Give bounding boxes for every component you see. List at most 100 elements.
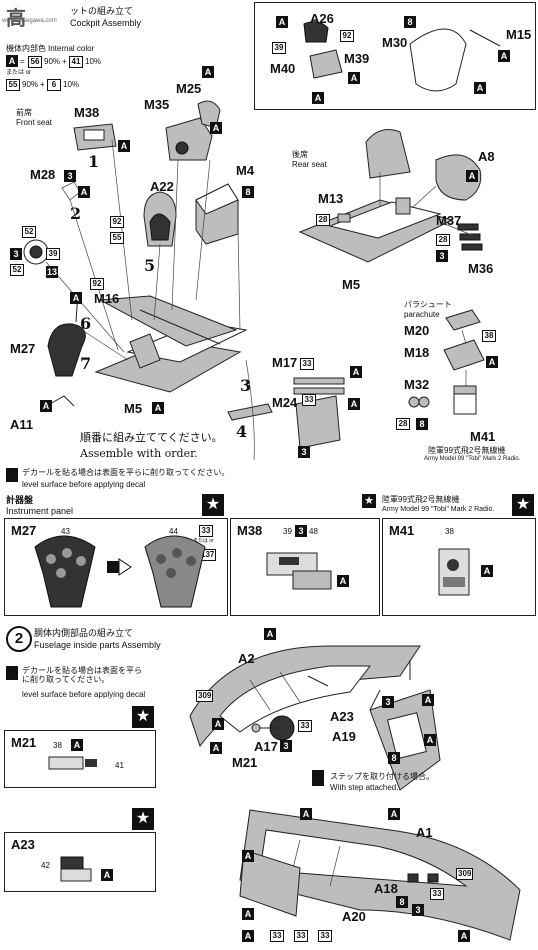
code-3-gauge: 3 — [10, 248, 22, 260]
part-a20-shape — [239, 849, 301, 917]
code-a-a20a: A — [242, 908, 254, 920]
panel-a23-title: A23 — [11, 837, 35, 852]
label-a11: A11 — [10, 417, 34, 432]
label-a8: A8 — [478, 149, 495, 164]
code-33-a17: 33 — [298, 720, 312, 732]
step-number-6: 6 — [80, 314, 92, 333]
legend-color-41: 41 — [69, 56, 83, 68]
panel-a23-decal-42: 42 — [41, 861, 50, 870]
label-m35: M35 — [144, 97, 170, 112]
part-m30-shape — [409, 28, 467, 92]
decal-panel-m38: M38 39 3 48 A — [230, 518, 380, 616]
step-attach-icon — [312, 770, 324, 786]
panel-a23-code-a: A — [101, 869, 113, 881]
part-m39-shape — [309, 49, 343, 79]
code-a-a2: A — [264, 628, 276, 640]
front-seat-jp: 前席 — [16, 108, 32, 117]
gauge-detail-shape — [23, 239, 49, 265]
code-33-a18: 33 — [430, 888, 444, 900]
code-92-m16: 92 — [90, 278, 104, 290]
label-a20: A20 — [342, 909, 366, 924]
step-number-4: 4 — [236, 422, 248, 441]
label-a22: A22 — [150, 179, 174, 194]
panel-m21-title: M21 — [11, 735, 37, 750]
decal-note2-jp: デカールを貼る場合は表面を平らに削り取ってください。 — [22, 666, 142, 685]
code-8-m4: 8 — [242, 186, 254, 198]
parachute-en: parachute — [404, 310, 440, 319]
label-m25: M25 — [176, 81, 202, 96]
panel-m38-title: M38 — [237, 523, 263, 538]
star-icon: ★ — [132, 808, 154, 830]
part-a17-shape — [251, 715, 295, 741]
code-8-m32: 8 — [416, 418, 428, 430]
code-a-m38: A — [118, 140, 130, 152]
label-m17: M17 — [272, 355, 298, 370]
step2-title-en: Fuselage inside parts Assembly — [34, 640, 161, 650]
step2-title-jp: 胴体内側部品の組み立て — [34, 628, 134, 638]
panel-m41-title: M41 — [389, 523, 415, 538]
leader-lines-step2 — [260, 660, 411, 729]
legend-color-56: 56 — [28, 56, 42, 68]
star-icon: ★ — [512, 494, 534, 516]
part-lower-panel-shape — [295, 395, 341, 449]
watermark-glyph: 高 — [6, 6, 26, 30]
label-m41: M41 — [470, 429, 496, 444]
legend-equals: = — [20, 57, 25, 66]
label-m16: M16 — [94, 291, 120, 306]
label-a19: A19 — [332, 729, 356, 744]
decal-note2-en: level surface before applying decal — [22, 690, 146, 699]
code-309-a2: 309 — [196, 690, 214, 702]
code-52-gauge: 52 — [22, 226, 36, 238]
label-m38: M38 — [74, 105, 100, 120]
watermark-logo: 高 www.hasegawa.com — [2, 2, 64, 30]
star-icon: ★ — [362, 494, 376, 508]
panel-m21-code-a: A — [71, 739, 83, 751]
code-33-m17: 33 — [300, 358, 314, 370]
legend-pct-90a: 90% — [44, 57, 61, 66]
code-33-a20a: 33 — [270, 930, 284, 942]
decal-note-en: level surface before applying decal — [22, 480, 146, 489]
code-3-m28: 3 — [64, 170, 76, 182]
radio-title-en: Army Model 99 "Tobi" Mark 2 Radio. — [382, 506, 495, 513]
code-8-a19: 8 — [388, 752, 400, 764]
code-55-seat: 55 — [110, 232, 124, 244]
code-a-m17: A — [350, 366, 362, 378]
code-a-m40: A — [312, 92, 324, 104]
panel-m38-code-a: A — [337, 575, 349, 587]
code-92-seat: 92 — [110, 216, 124, 228]
radio-title-jp: 陸軍99式飛2号無線機 — [382, 495, 460, 504]
decal-note-jp: デカールを貼る場合は表面を平らに削り取ってください。 — [22, 468, 230, 477]
step2-number: 2 — [14, 630, 24, 647]
label-m37: M37 — [436, 213, 462, 228]
part-a8-shape — [435, 154, 482, 201]
part-a18-shape — [407, 873, 439, 883]
part-m41-shape — [453, 385, 477, 415]
step-number-5: 5 — [144, 256, 156, 275]
label-m5: M5 — [124, 401, 143, 416]
label-a1: A1 — [416, 825, 433, 840]
code-8-a18: 8 — [396, 896, 408, 908]
code-3-m36: 3 — [436, 250, 448, 262]
code-a-a8: A — [466, 170, 478, 182]
decal-panel-a23: A23 42 A — [4, 832, 156, 892]
instrument-en: Instrument panel — [6, 506, 74, 516]
star-icon: ★ — [132, 706, 154, 728]
step-note-en: With step attached. — [330, 783, 399, 792]
step1-title-jp: ットの組み立て — [70, 6, 134, 16]
label-a26: A26 — [310, 11, 334, 26]
code-a-m16: A — [70, 292, 82, 304]
part-m27-shape — [47, 323, 86, 377]
code-28-m13: 28 — [316, 214, 330, 226]
code-a-m35: A — [210, 122, 222, 134]
part-a22-seat-shape — [143, 191, 177, 247]
cockpit-floor-shape — [94, 295, 248, 393]
label-m39: M39 — [344, 51, 370, 66]
label-m13: M13 — [318, 191, 344, 206]
part-m24-shape — [227, 403, 273, 421]
code-3-a19: 3 — [382, 696, 394, 708]
m38-panel-drawing — [266, 552, 332, 590]
code-a-a19b: A — [424, 734, 436, 746]
panel-m27-decal-44: 44 — [169, 527, 178, 536]
cockpit-assembly-drawing — [23, 21, 501, 461]
code-a-a1: A — [242, 850, 254, 862]
